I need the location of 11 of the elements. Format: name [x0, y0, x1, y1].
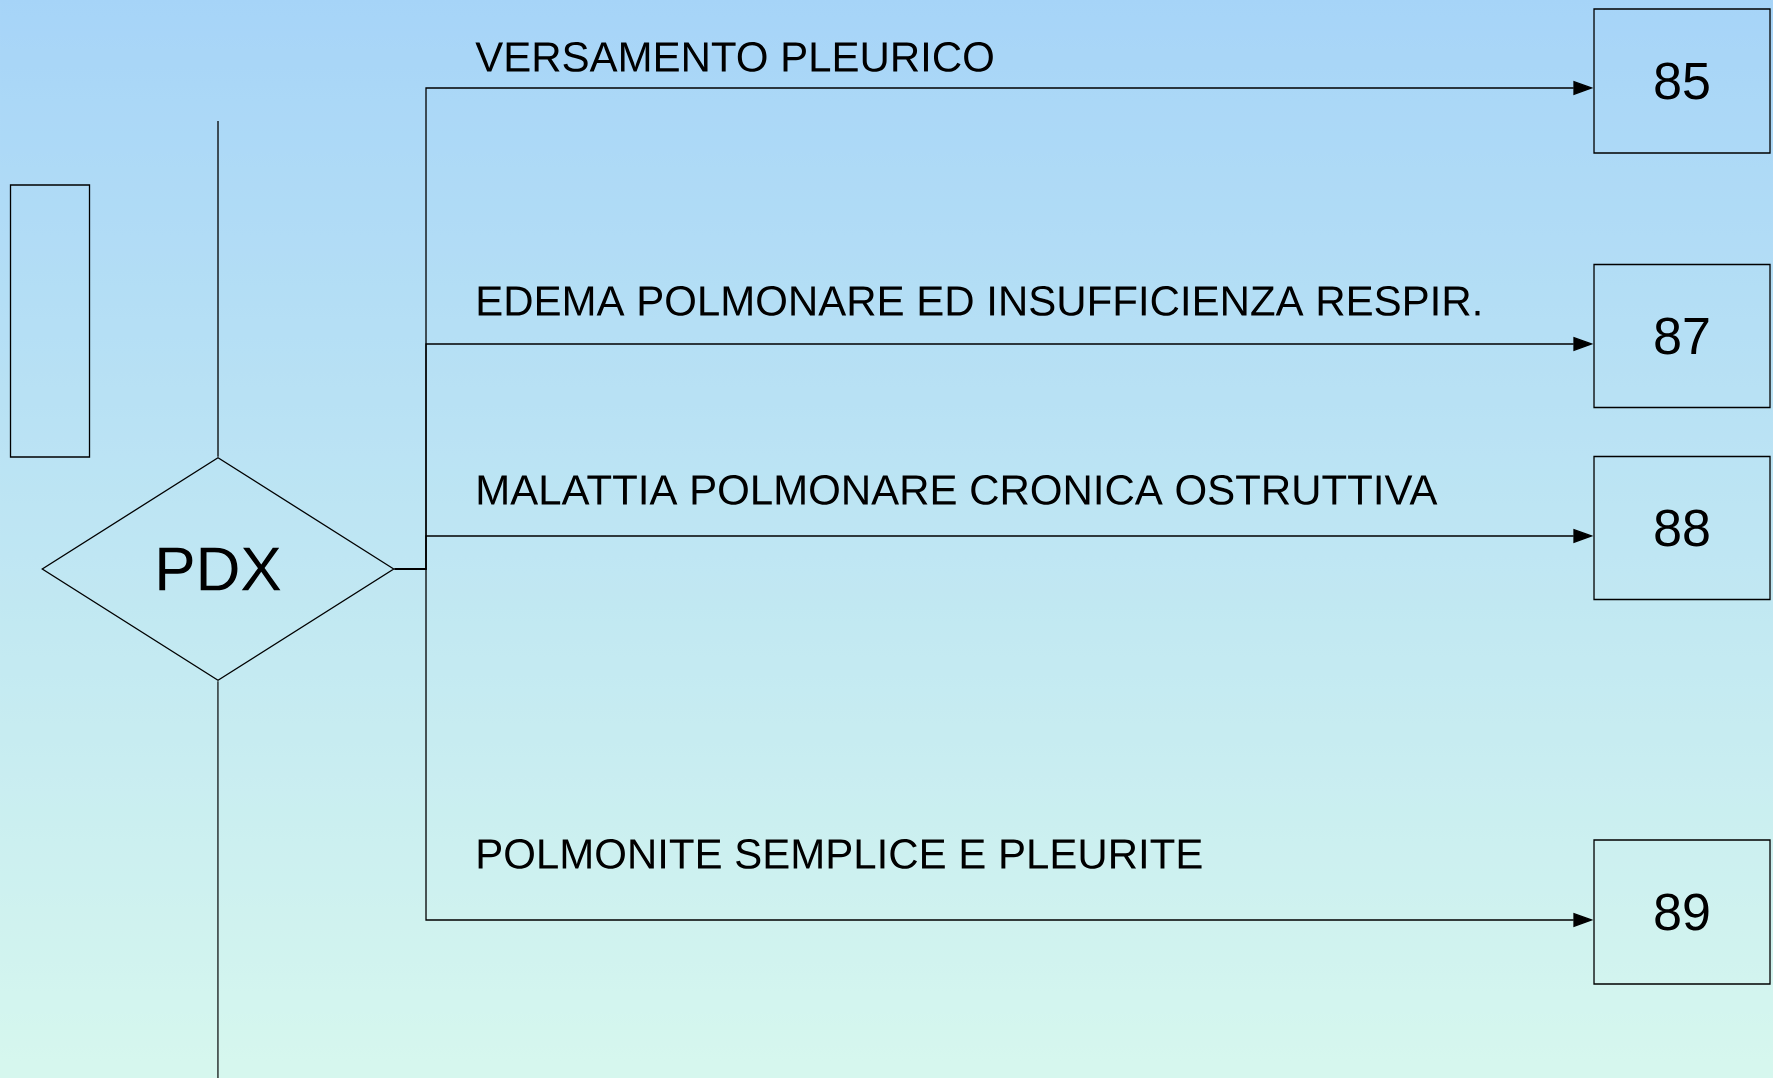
- edge-label: POLMONITE SEMPLICE E PLEURITE: [478, 839, 1202, 869]
- edge-label: VERSAMENTO PLEURICO: [475, 42, 993, 72]
- result-box: 88: [1593, 455, 1771, 601]
- connector-line: [217, 680, 219, 1078]
- result-box: 87: [1593, 263, 1771, 409]
- edge-label: EDEMA POLMONARE ED INSUFFICIENZA RESPIR.: [478, 286, 1480, 316]
- result-box: 85: [1593, 8, 1771, 154]
- empty-box: [9, 184, 91, 458]
- result-box: 89: [1593, 839, 1771, 985]
- edge-label: MALATTIA POLMONARE CRONICA OSTRUTTIVA: [478, 475, 1438, 505]
- connector-line: [217, 120, 219, 458]
